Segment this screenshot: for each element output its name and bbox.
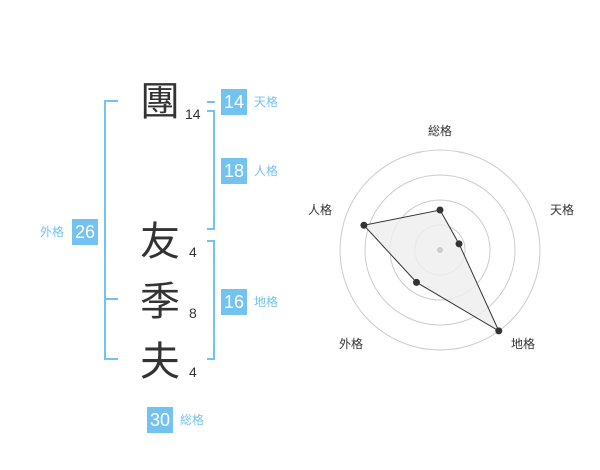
chikaku-bracket-vert xyxy=(213,240,215,360)
radar-ring xyxy=(364,174,516,326)
gaikaku-bracket-bottom xyxy=(104,358,118,360)
jinkaku-value: 18 xyxy=(221,158,247,184)
radar-ring xyxy=(339,149,541,351)
chikaku-label: 地格 xyxy=(254,295,279,309)
jinkaku-bracket-bottom xyxy=(207,228,215,230)
jinkaku-bracket-top xyxy=(207,110,215,112)
stroke-count-4: 4 xyxy=(189,364,197,380)
stroke-count-3: 8 xyxy=(189,305,197,321)
name-char-4: 夫 xyxy=(140,339,180,385)
gaikaku-bracket-mid xyxy=(104,298,118,300)
name-char-1: 團 xyxy=(140,79,180,125)
radar-point xyxy=(455,240,463,248)
chikaku-value: 16 xyxy=(221,289,247,315)
radar-label-jinkaku: 人格 xyxy=(308,203,333,217)
tenkaku-bracket xyxy=(207,101,215,103)
gaikaku-bracket-top xyxy=(104,100,118,102)
chikaku-bracket-top xyxy=(207,240,215,242)
radar-label-gaikaku: 外格 xyxy=(339,337,364,351)
jinkaku-label: 人格 xyxy=(254,164,279,178)
name-char-2: 友 xyxy=(140,219,180,265)
gaikaku-bracket-vert xyxy=(104,100,106,360)
soukaku-value: 30 xyxy=(147,407,173,433)
radar-point xyxy=(412,278,420,286)
radar-chart xyxy=(339,149,541,351)
jinkaku-bracket-vert xyxy=(213,110,215,230)
radar-point xyxy=(360,221,368,229)
gaikaku-label: 外格 xyxy=(40,225,65,239)
stroke-count-1: 14 xyxy=(185,106,201,122)
radar-label-chikaku: 地格 xyxy=(511,337,536,351)
radar-point xyxy=(495,327,503,335)
soukaku-label: 総格 xyxy=(180,413,205,427)
name-char-3: 季 xyxy=(140,279,180,325)
gaikaku-value: 26 xyxy=(72,219,98,245)
tenkaku-value: 14 xyxy=(221,89,247,115)
radar-polygon xyxy=(362,209,500,333)
radar-label-soukaku: 総格 xyxy=(428,124,453,138)
radar-point xyxy=(436,206,444,214)
chikaku-bracket-bottom xyxy=(207,358,215,360)
tenkaku-label: 天格 xyxy=(254,95,279,109)
radar-label-tenkaku: 天格 xyxy=(550,203,575,217)
radar-center xyxy=(437,247,443,253)
stroke-count-2: 4 xyxy=(189,244,197,260)
